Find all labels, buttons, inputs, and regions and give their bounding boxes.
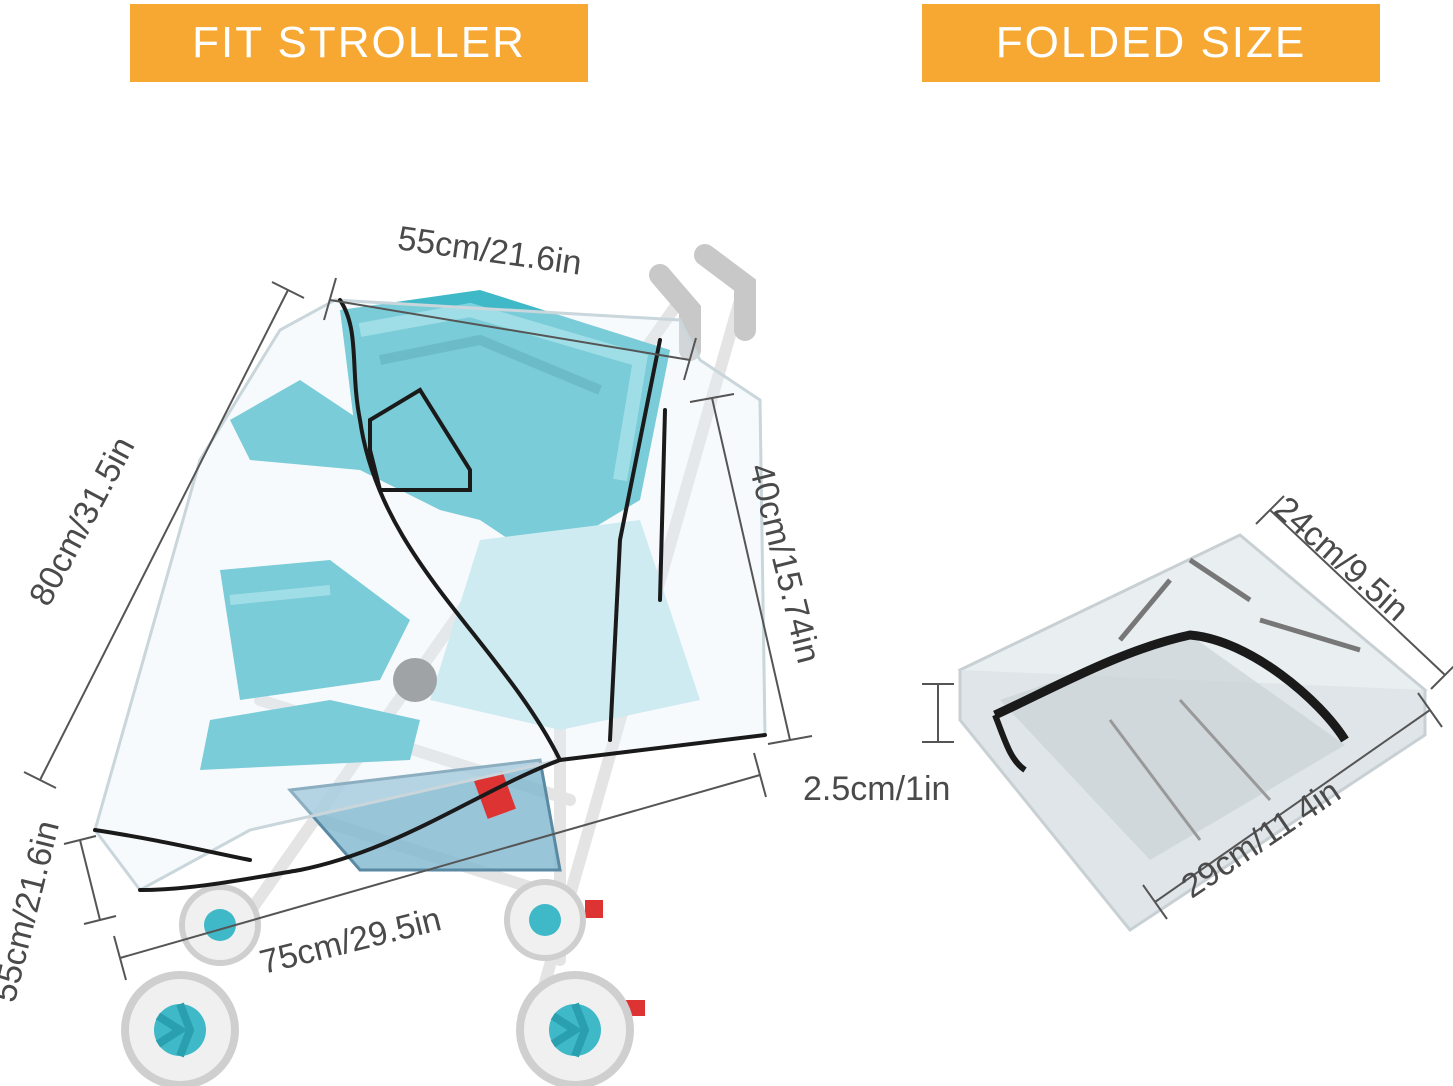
folded-dimension-lines [922,495,1453,920]
folded-size-banner: FOLDED SIZE [922,4,1380,82]
folded-thickness-label: 2.5cm/1in [803,770,951,808]
stroller-wheels [121,879,634,1086]
stroller-image [93,244,767,1086]
stroller-dimension-lines [23,277,813,981]
fit-stroller-banner: FIT STROLLER [130,4,588,82]
folded-cover-image [957,533,1428,933]
